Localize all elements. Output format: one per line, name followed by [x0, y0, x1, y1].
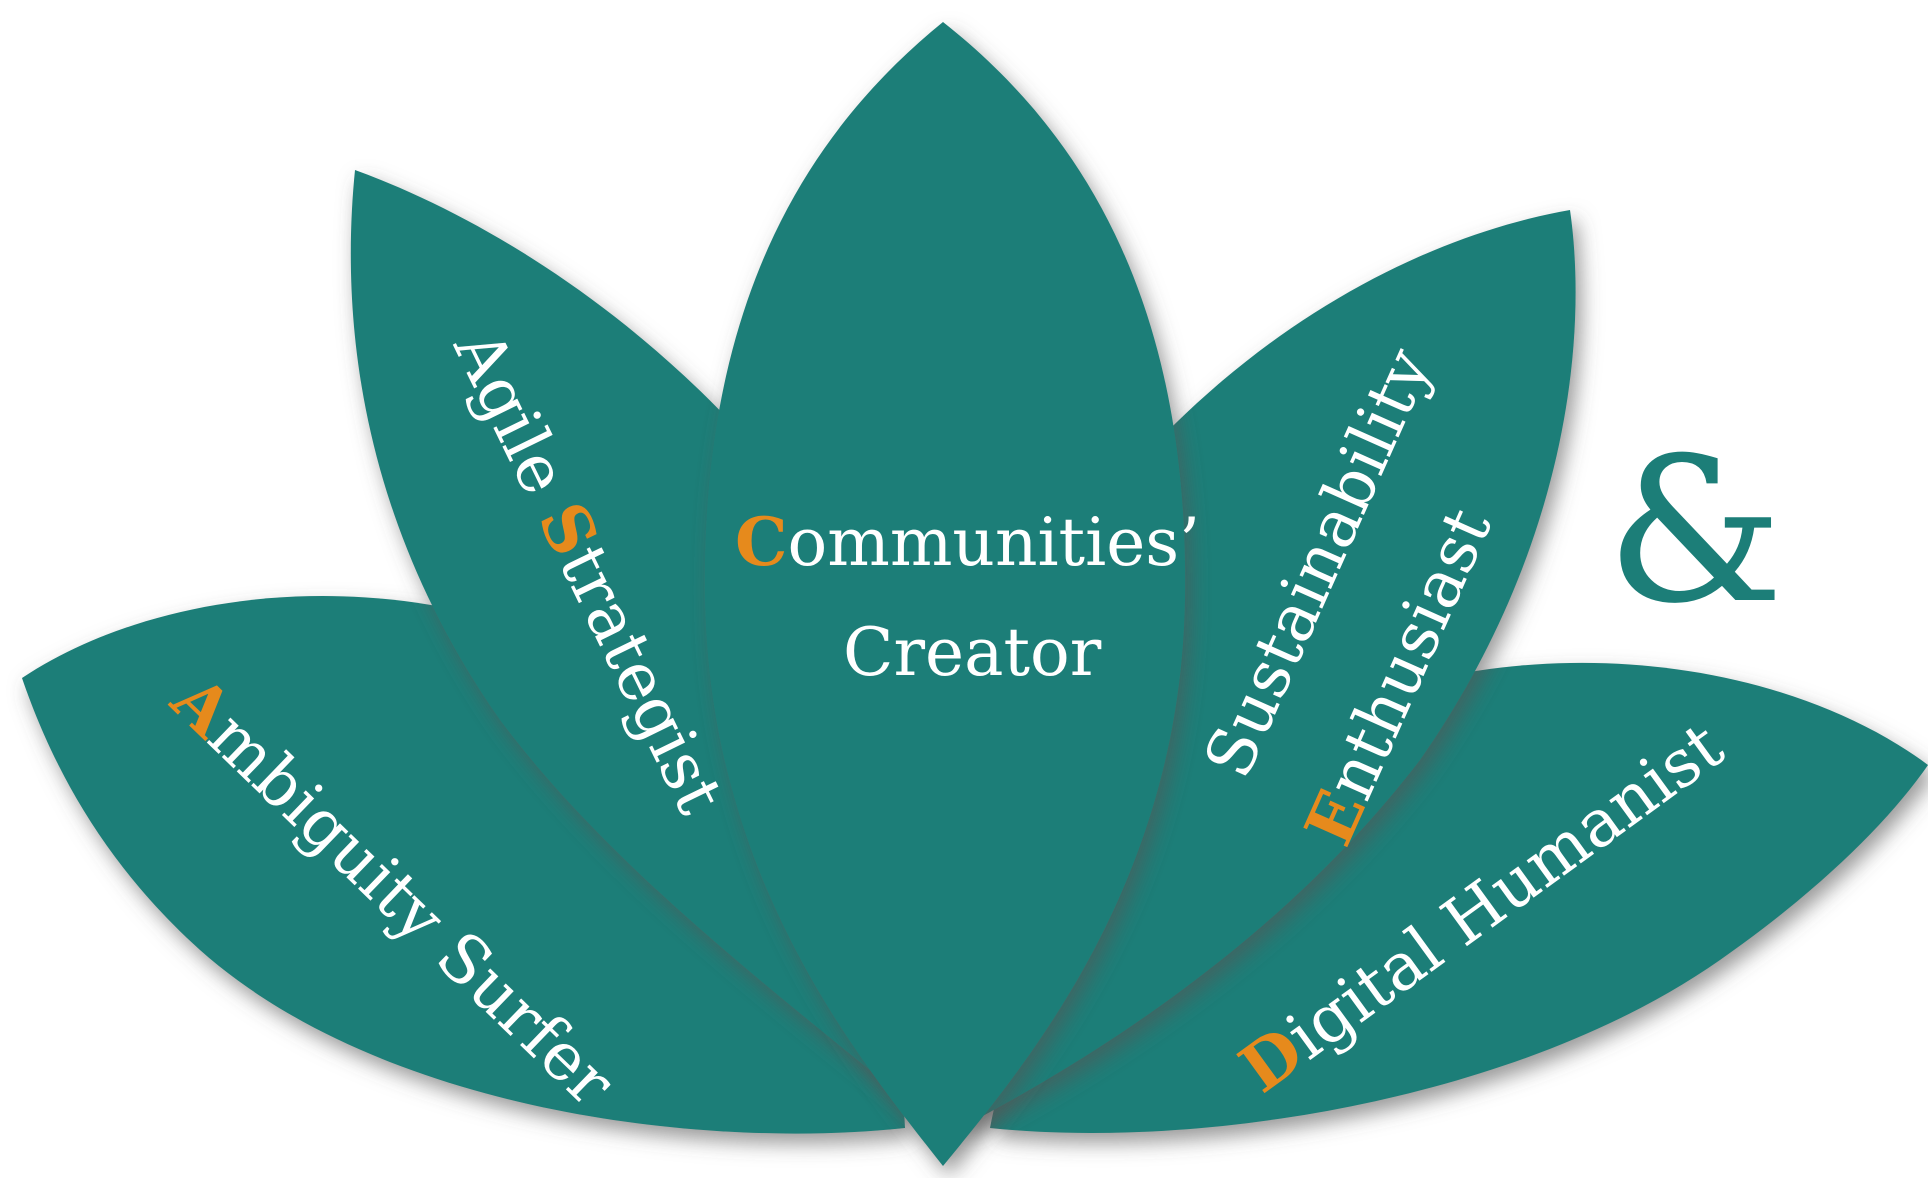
- label-creator: Creator: [843, 614, 1102, 691]
- label-communities: Communities’: [735, 503, 1200, 581]
- accent-initial-c: C: [735, 503, 788, 581]
- label-communities-rest: ommunities’: [788, 504, 1201, 581]
- ampersand-symbol: &: [1606, 415, 1784, 648]
- petal-communities-creator: [704, 22, 1186, 1166]
